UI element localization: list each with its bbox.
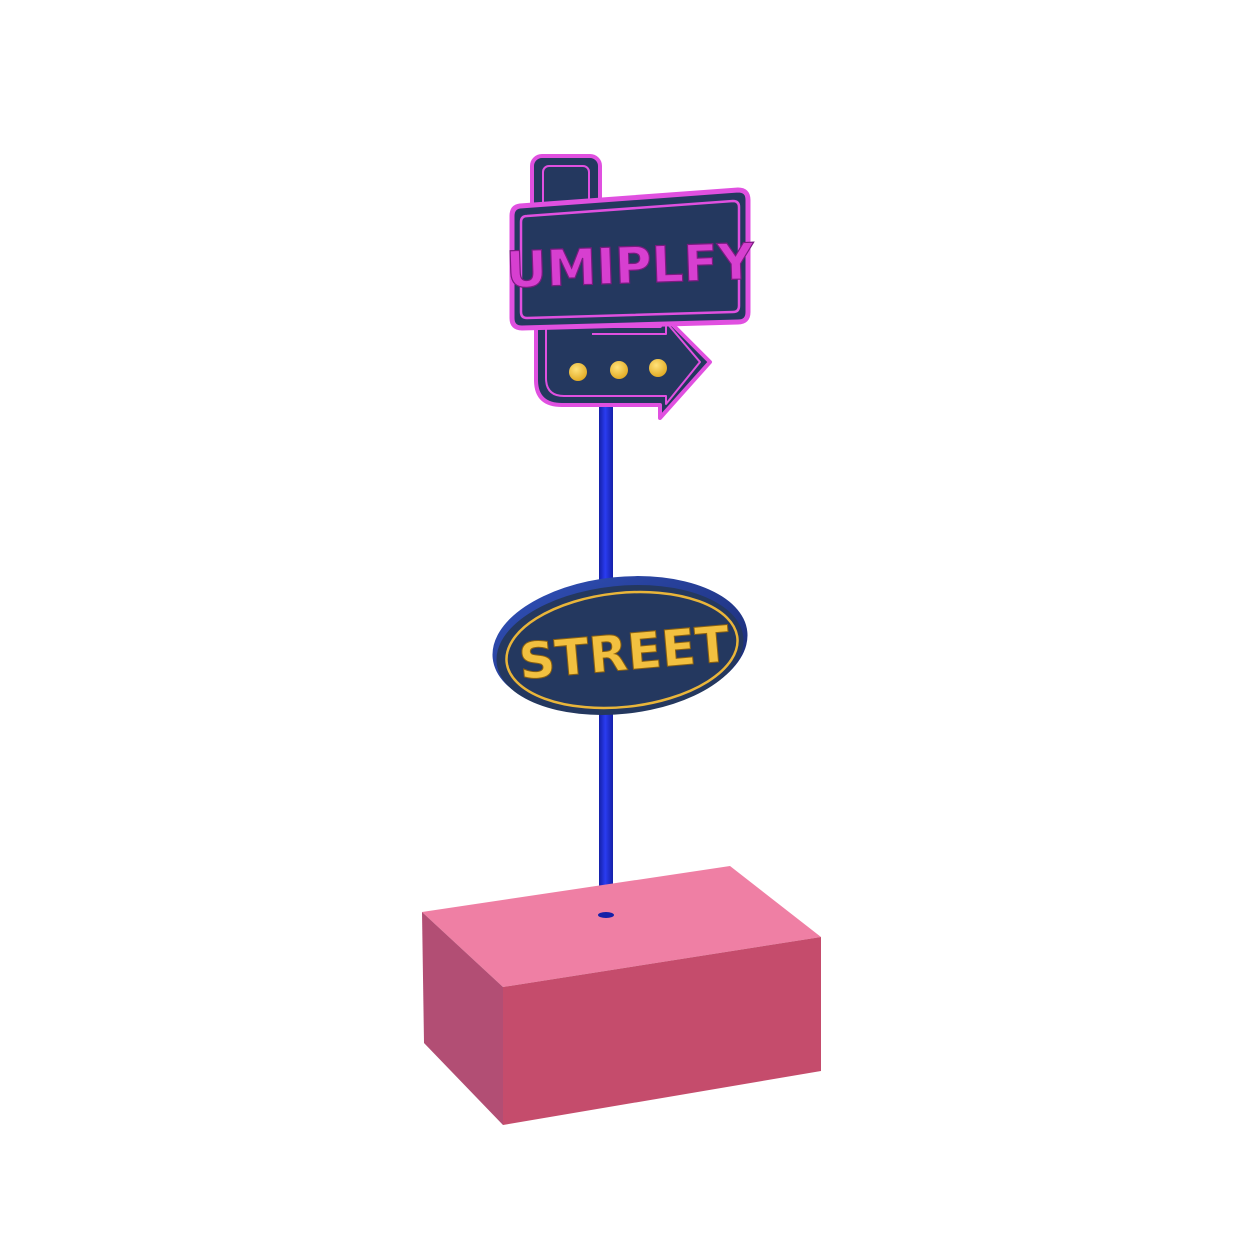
pink-base xyxy=(422,866,821,1125)
arrow-panel xyxy=(534,308,712,420)
street-sign: STREET xyxy=(492,576,748,715)
light-dot-1 xyxy=(569,363,587,381)
brand-text: UMIPLFY xyxy=(505,233,755,300)
light-dot-2 xyxy=(610,361,628,379)
brand-panel: UMIPLFY xyxy=(505,187,756,331)
top-sign: UMIPLFY xyxy=(505,154,756,420)
light-dot-3 xyxy=(649,359,667,377)
